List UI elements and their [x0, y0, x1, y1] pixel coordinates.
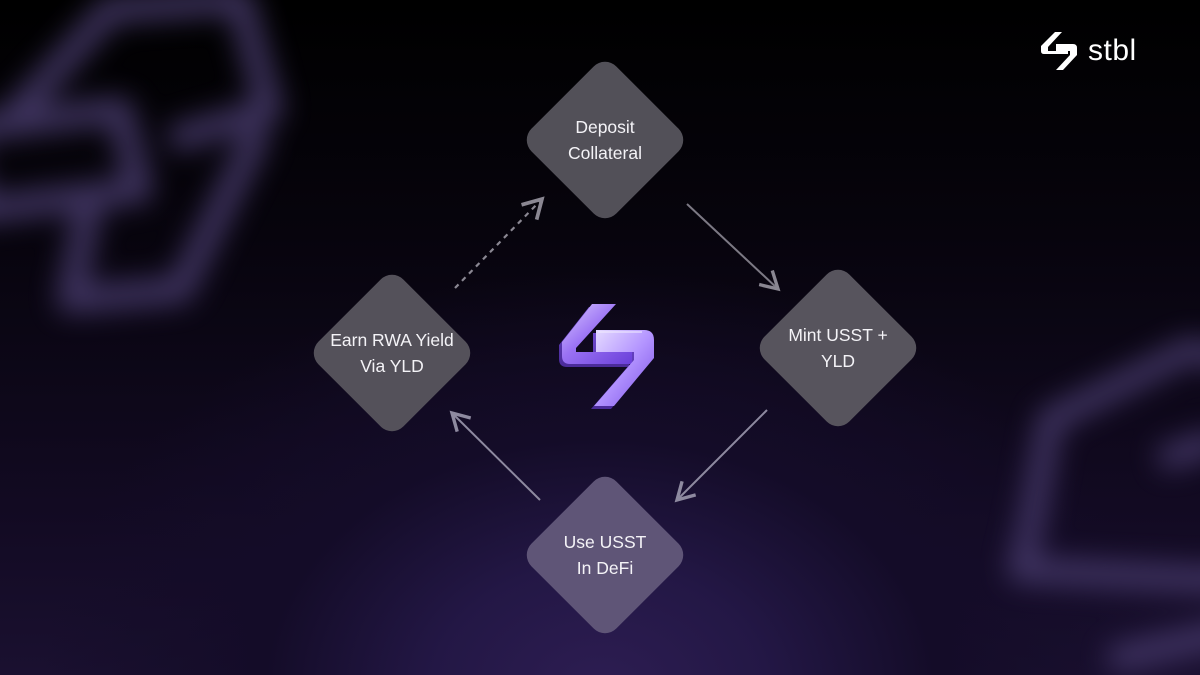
brand-logo: stbl	[1038, 30, 1137, 72]
brand-name: stbl	[1088, 34, 1137, 67]
stbl-3d-logo-icon	[559, 304, 654, 409]
stbl-logo-icon	[1041, 32, 1077, 70]
node-label: Use USST In DeFi	[563, 532, 647, 578]
blurred-logo-decoration-bottom-right	[990, 330, 1200, 675]
node-label: Deposit Collateral	[568, 117, 642, 163]
arrow-use-to-earn	[449, 410, 541, 501]
arrow-deposit-to-mint	[686, 203, 781, 292]
node-use-usst-in-defi: Use USST In DeFi	[519, 469, 691, 641]
arrow-earn-to-deposit-dashed	[454, 196, 545, 289]
node-label: Earn RWA Yield Via YLD	[330, 330, 454, 376]
node-label: Mint USST + YLD	[788, 325, 888, 371]
arrow-mint-to-use	[674, 409, 768, 503]
node-mint-usst-yld: Mint USST + YLD	[752, 262, 924, 434]
node-earn-rwa-yield: Earn RWA Yield Via YLD	[306, 267, 478, 439]
node-deposit-collateral: Deposit Collateral	[519, 54, 691, 226]
blurred-logo-decoration-top-left	[0, 0, 340, 330]
